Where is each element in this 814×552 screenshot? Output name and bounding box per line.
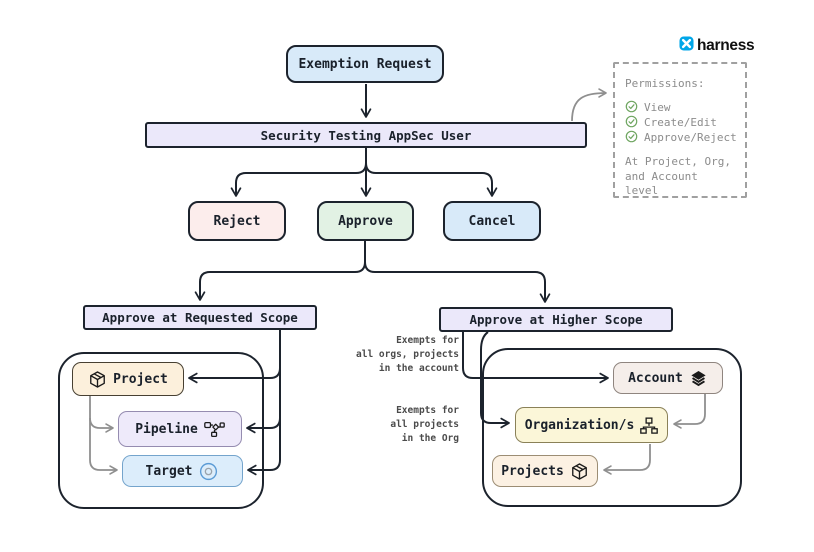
cube-icon bbox=[570, 462, 589, 481]
check-circle-icon bbox=[625, 100, 638, 116]
approve-requested-scope-node: Approve at Requested Scope bbox=[83, 305, 317, 330]
exemption-request-node: Exemption Request bbox=[286, 45, 444, 83]
permission-item-view: View bbox=[625, 100, 736, 115]
project-label: Project bbox=[113, 371, 168, 387]
check-circle-icon bbox=[625, 115, 638, 131]
permissions-scope-note: At Project, Org, and Account level bbox=[625, 155, 731, 197]
approve-higher-scope-node: Approve at Higher Scope bbox=[439, 307, 673, 332]
reject-node: Reject bbox=[188, 201, 286, 241]
check-circle-icon bbox=[625, 130, 638, 146]
projects-node: Projects bbox=[492, 455, 598, 487]
organization-label: Organization/s bbox=[524, 417, 635, 433]
brand-wordmark: harness bbox=[697, 36, 755, 54]
target-label: Target bbox=[145, 463, 193, 479]
workflow-icon bbox=[203, 421, 225, 438]
permission-item-create-edit: Create/Edit bbox=[625, 115, 736, 130]
projects-label: Projects bbox=[501, 463, 564, 479]
permissions-title: Permissions: bbox=[625, 77, 705, 90]
permission-label: View bbox=[644, 101, 671, 114]
permission-label: Create/Edit bbox=[644, 116, 717, 129]
target-icon bbox=[198, 461, 219, 482]
security-appsec-user-node: Security Testing AppSec User bbox=[145, 122, 587, 148]
pipeline-label: Pipeline bbox=[135, 421, 198, 437]
organization-node: Organization/s bbox=[515, 407, 668, 443]
cancel-node: Cancel bbox=[443, 201, 541, 241]
exempts-account-note: Exempts for all orgs, projects in the ac… bbox=[356, 335, 459, 374]
harness-logo: harness bbox=[679, 36, 755, 55]
approve-node: Approve bbox=[317, 201, 414, 241]
sitemap-icon bbox=[640, 416, 659, 434]
permission-label: Approve/Reject bbox=[644, 131, 737, 144]
harness-logo-icon bbox=[679, 36, 694, 55]
target-node: Target bbox=[122, 455, 243, 487]
account-label: Account bbox=[628, 370, 683, 386]
cube-icon bbox=[88, 370, 107, 389]
permission-item-approve-reject: Approve/Reject bbox=[625, 130, 737, 146]
exempts-org-note: Exempts for all projects in the Org bbox=[390, 405, 459, 444]
account-node: Account bbox=[613, 362, 723, 394]
project-node: Project bbox=[72, 362, 184, 396]
permissions-panel: Permissions: View Create/Edit Approve/Re… bbox=[613, 62, 747, 198]
layers-icon bbox=[689, 369, 708, 388]
pipeline-node: Pipeline bbox=[118, 411, 242, 447]
